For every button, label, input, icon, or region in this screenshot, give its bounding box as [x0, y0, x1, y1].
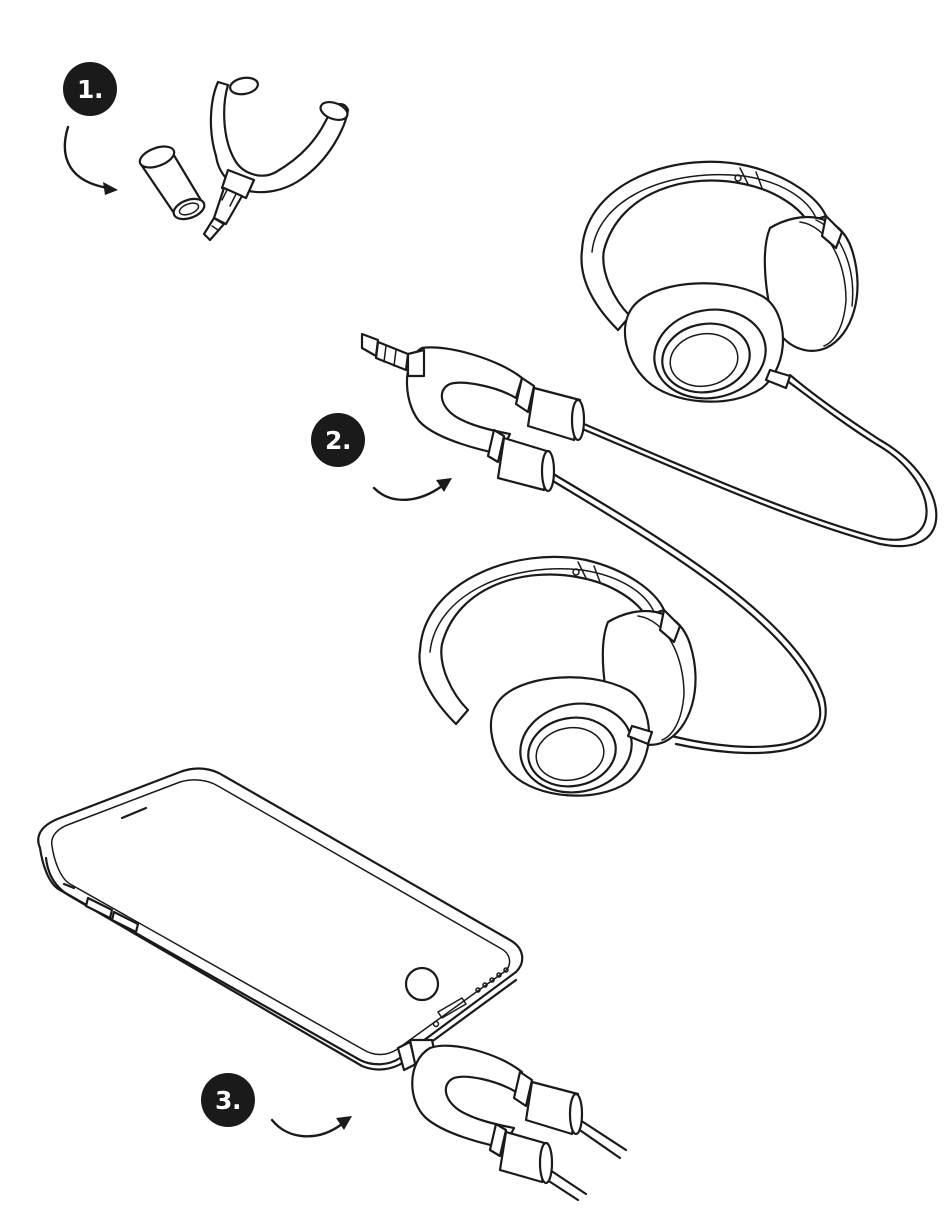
- curved-arrow-icon: [65, 127, 118, 195]
- headphones-bottom-illustration: [419, 557, 695, 801]
- step-3-badge: 3.: [201, 1073, 255, 1127]
- smartphone-illustration: [38, 769, 522, 1070]
- step-2-label: 2.: [325, 426, 351, 455]
- headphones-top-illustration: [581, 162, 857, 407]
- step-2-badge: 2.: [311, 413, 365, 467]
- splitter-adapter-illustration: [204, 76, 350, 240]
- curved-arrow-icon: [374, 478, 452, 500]
- step-1-badge: 1.: [63, 62, 117, 116]
- splitter-cap-illustration: [137, 142, 207, 223]
- step-3-label: 3.: [215, 1086, 241, 1115]
- splitter-adapter-plugged-illustration: [398, 1040, 582, 1183]
- step-1: 1.: [63, 62, 350, 240]
- step-2: 2.: [311, 162, 936, 801]
- splitter-adapter-illustration: [362, 334, 584, 491]
- step-3: 3.: [38, 769, 626, 1200]
- step-1-label: 1.: [77, 75, 103, 104]
- curved-arrow-icon: [272, 1116, 352, 1136]
